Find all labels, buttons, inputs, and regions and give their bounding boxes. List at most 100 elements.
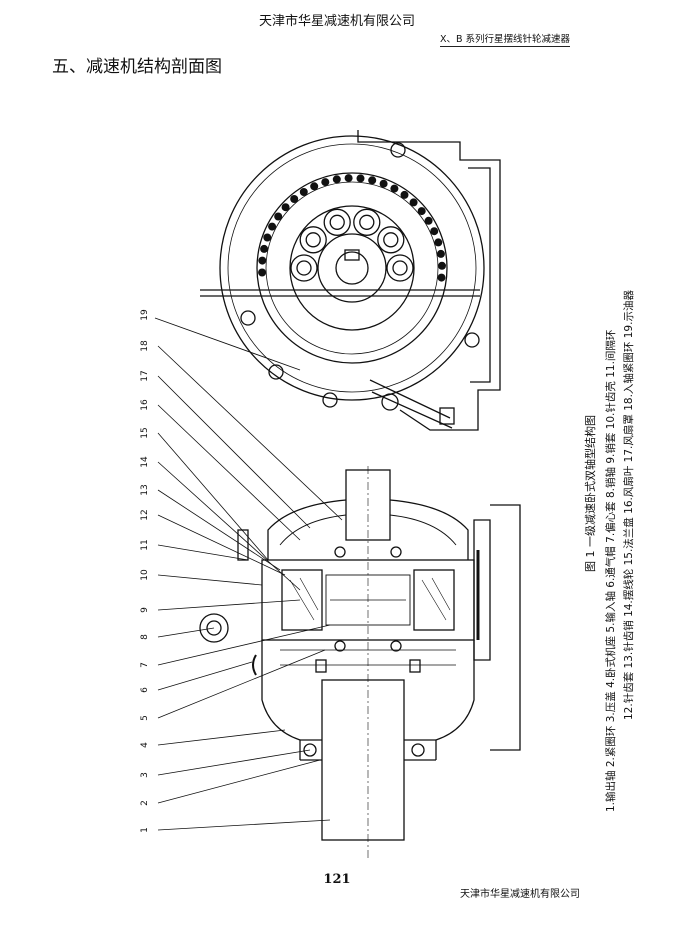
callout-number: 17: [140, 370, 150, 381]
pin-sleeve: [386, 254, 414, 282]
pin-sleeve: [359, 214, 375, 230]
pin-sleeve: [290, 254, 318, 282]
fan-cover: [267, 499, 469, 560]
parts-list-line-1: 1.输出轴 2.紧圈环 3.压盖 4.卧式机座 5.输入轴 6.通气帽 7.偏心…: [605, 329, 617, 812]
side-section: [157, 345, 521, 860]
needle-pin: [274, 212, 283, 221]
pin-sleeve: [296, 260, 312, 276]
breather-cap: [199, 613, 229, 643]
right-flange: [473, 504, 521, 751]
flange-bolts: [240, 142, 480, 408]
needle-pin: [436, 249, 445, 258]
output-bearings: [300, 739, 436, 761]
parts-list-line-2: 12.针齿套 13.针齿销 14.摆线轮 15.法兰盘 16.风扇叶 17.风扇…: [623, 290, 635, 720]
callout-leader-line: [157, 649, 326, 719]
callout-number: 3: [140, 772, 150, 778]
callout-leader-line: [157, 461, 301, 591]
callout-number: 11: [140, 539, 150, 550]
flange-bolt: [322, 392, 338, 408]
callout-number: 5: [140, 715, 150, 721]
callout-number: 8: [140, 634, 150, 640]
needle-pin: [368, 176, 377, 185]
needle-pins: [258, 174, 446, 282]
company-header: 天津市华星减速机有限公司: [258, 14, 415, 29]
pin-sleeve: [323, 208, 351, 236]
needle-pin: [268, 222, 277, 231]
callout-leader-line: [157, 729, 286, 746]
callout-number: 4: [140, 742, 150, 748]
callout-leader-line: [157, 819, 331, 831]
series-title: X、B 系列行星摆线针轮减速器: [440, 31, 571, 47]
callout-number: 19: [140, 309, 150, 321]
pin-sleeve: [305, 232, 321, 248]
callout-number: 2: [140, 800, 150, 806]
callout-leader-line: [157, 624, 331, 666]
callout-leader-line: [157, 661, 253, 691]
callout-leader-line: [157, 599, 301, 611]
horizontal-base-housing: [261, 640, 475, 760]
end-view: [154, 130, 501, 431]
needle-pin: [424, 216, 433, 225]
callout-number: 12: [140, 509, 150, 520]
callout-number: 15: [140, 427, 150, 438]
needle-pin: [430, 227, 439, 236]
callout-number: 10: [140, 569, 150, 581]
callout-leader-line: [157, 375, 311, 529]
oil-gauge: [369, 379, 453, 429]
callout-leader-line: [157, 489, 281, 571]
needle-pin: [258, 256, 267, 265]
cycloid-disc: [289, 205, 415, 331]
end-view-outer-ring: [219, 135, 485, 401]
company-footer: 天津市华星减速机有限公司: [460, 889, 580, 900]
pin-sleeve: [329, 214, 345, 230]
needle-pin: [260, 244, 269, 253]
callout-number: 9: [140, 607, 150, 613]
output-shaft: [321, 679, 405, 841]
needle-pin: [390, 184, 399, 193]
callout-leader-line: [157, 749, 311, 776]
callout-leader-line: [157, 759, 321, 804]
needle-pin: [290, 195, 299, 203]
needle-pin: [258, 268, 267, 277]
needle-pin: [332, 175, 341, 184]
end-view-housing: [357, 130, 501, 431]
pin-sleeve: [377, 226, 405, 254]
needle-pin: [437, 273, 446, 282]
pin-sleeve: [392, 260, 408, 276]
callout-number: 13: [140, 484, 150, 495]
needle-pin: [409, 198, 418, 207]
callout-leader-line: [157, 574, 263, 586]
callout-leader-line: [157, 345, 343, 521]
flange-bolt: [390, 142, 406, 158]
needle-pin: [434, 238, 443, 247]
needle-pin: [321, 178, 330, 187]
needle-pin: [299, 188, 308, 196]
section-title: 五、减速机结构剖面图: [52, 57, 222, 77]
end-view-housing-inner: [468, 167, 491, 383]
pin-sleeves: [290, 208, 414, 282]
flange-bolt: [240, 310, 256, 326]
callout-leader-line: [157, 627, 215, 638]
needle-pin: [400, 190, 409, 199]
needle-pin: [417, 207, 426, 216]
end-view-base-rail: [200, 289, 480, 297]
end-view-shaft: [335, 251, 369, 285]
callout-number: 7: [140, 662, 150, 668]
needle-pin: [438, 261, 446, 270]
callout-number: 14: [140, 456, 150, 468]
needle-pin: [356, 174, 365, 183]
callout-number: 1: [140, 827, 150, 833]
callout-number: 16: [140, 399, 150, 411]
needle-pin: [310, 182, 319, 191]
callout-leader-line: [157, 404, 301, 541]
callout-leader-line: [157, 514, 286, 576]
callout-leader-line: [157, 544, 249, 561]
pin-sleeve: [353, 208, 381, 236]
figure-caption: 图 1 一级减速卧式双轴型结构图: [584, 415, 597, 572]
callout-leader-line: [157, 432, 269, 561]
page-number: 121: [323, 872, 351, 887]
callout-number: 18: [140, 340, 150, 352]
flange-bolt: [464, 332, 480, 348]
